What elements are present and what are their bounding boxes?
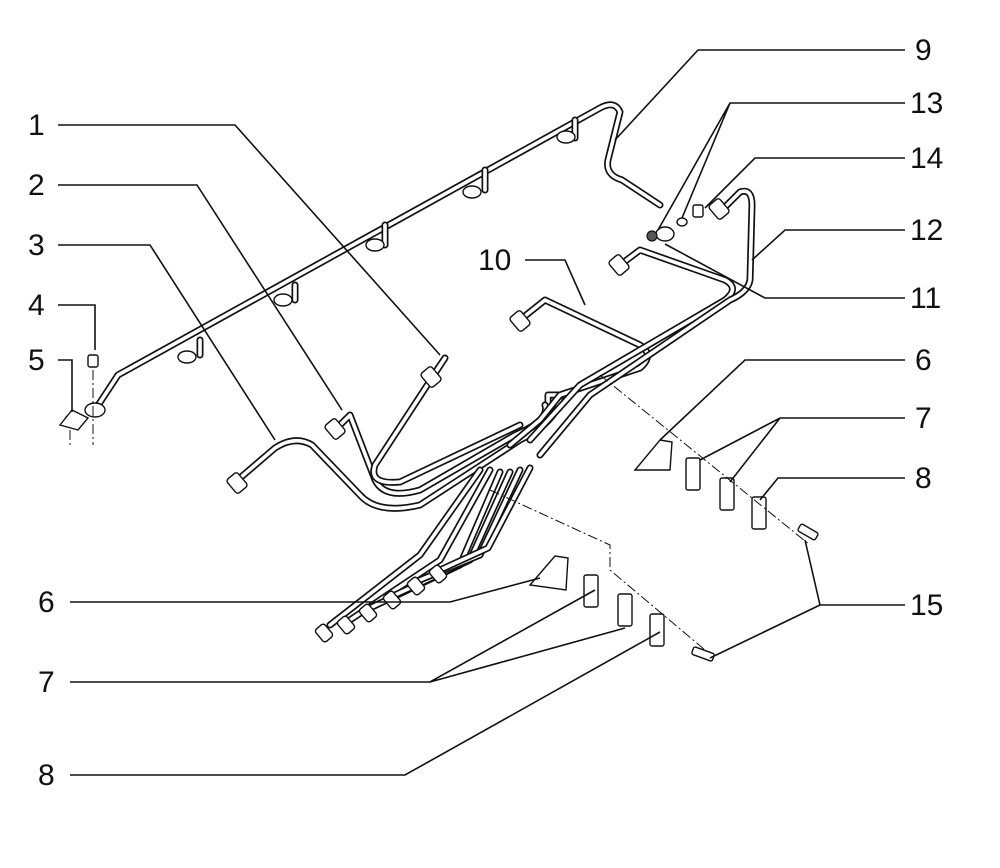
callout-2: 2 [28, 169, 45, 202]
callout-7-lower: 7 [38, 666, 55, 699]
injection-pipe-assembly [58, 101, 819, 662]
injection-pipe-bundle [226, 187, 756, 643]
callout-labels: 1 2 3 4 5 6 7 8 9 13 14 12 10 11 6 7 8 1… [28, 34, 943, 792]
banjo-fittings [58, 204, 704, 431]
callout-1: 1 [28, 109, 45, 142]
callout-8-lower: 8 [38, 759, 55, 792]
callout-8-upper: 8 [915, 462, 932, 495]
callout-3: 3 [28, 229, 45, 262]
callout-6-upper: 6 [915, 344, 932, 377]
clamp-brackets [528, 439, 819, 662]
callout-4: 4 [28, 289, 45, 322]
callout-5: 5 [28, 344, 45, 377]
leader-lines [58, 49, 905, 776]
callout-6-lower: 6 [38, 586, 55, 619]
callout-14: 14 [910, 142, 943, 175]
callout-7-upper: 7 [915, 402, 932, 435]
callout-9: 9 [915, 34, 932, 67]
callout-12: 12 [910, 214, 943, 247]
callout-15: 15 [910, 589, 943, 622]
assembly-axis-lines [69, 370, 811, 651]
leak-off-return-pipe [84, 101, 675, 418]
callout-13: 13 [910, 87, 943, 120]
callout-10: 10 [478, 244, 511, 277]
callout-11: 11 [910, 282, 941, 315]
